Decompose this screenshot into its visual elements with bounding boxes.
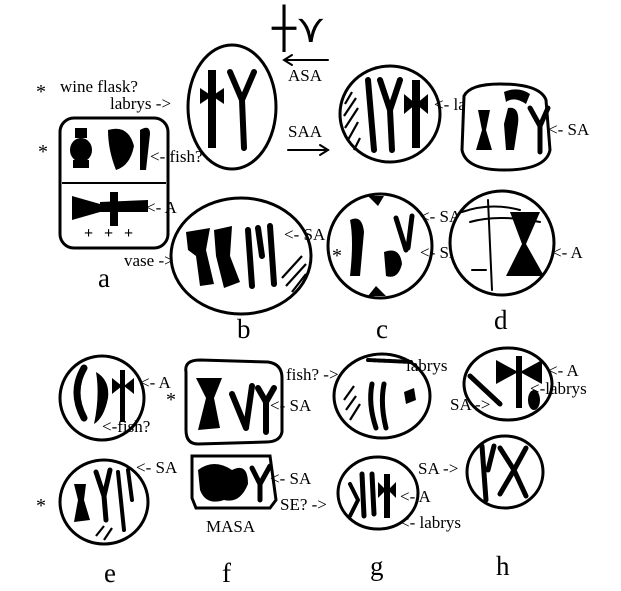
seal-saa [338, 64, 442, 164]
seal-f-bottom [190, 454, 278, 510]
label-fish-e: <-fish? [102, 417, 150, 436]
asterisk-e: * [36, 495, 46, 517]
fish-icon [94, 372, 109, 424]
seal-d-top [460, 82, 552, 172]
label-a-a: <- A [146, 198, 178, 217]
label-labrys-g2: <- labrys [400, 513, 461, 532]
seal-b [169, 196, 313, 316]
label-se-g: SE? -> [280, 495, 327, 514]
label-a-e: <- A [140, 373, 172, 392]
hatch-pattern [343, 91, 361, 151]
label-fish-a: <- fish? [150, 147, 203, 166]
seal-e-top [58, 354, 146, 442]
hatch-pattern [281, 255, 307, 293]
seal-h-bottom [465, 434, 545, 510]
vase-icon [476, 110, 492, 150]
label-sa-c1: <- SA [420, 207, 462, 226]
vase-icon [186, 228, 214, 286]
fish-icon [384, 250, 402, 277]
hatch-pattern [95, 525, 113, 541]
label-saa: SAA [288, 122, 323, 141]
labrys-icon [200, 70, 224, 148]
label-vase-b: vase -> [124, 251, 174, 270]
panel-label-h: h [496, 551, 510, 581]
label-fish-g: fish? -> [286, 365, 339, 384]
seal-d-bottom [448, 189, 556, 297]
seal-a: + + + [58, 116, 170, 250]
svg-text:+: + [104, 225, 113, 242]
vase-icon [74, 484, 90, 522]
svg-text:+: + [124, 225, 133, 242]
arrow-left-icon [282, 54, 329, 66]
labrys-icon [378, 474, 396, 518]
panel-label-g: g [370, 551, 384, 581]
label-sa-d: <- SA [548, 120, 590, 139]
label-labrys-h: <-labrys [530, 379, 587, 398]
label-sa-e: <- SA [136, 458, 178, 477]
panel-label-f: f [222, 558, 231, 588]
panel-label-c: c [376, 314, 388, 344]
fish-icon [108, 127, 150, 170]
vase-icon [196, 378, 222, 430]
arrow-right-icon [287, 144, 330, 156]
label-labrys-a1: labrys -> [110, 94, 171, 113]
labrys-icon [112, 370, 134, 422]
panel-label-b: b [237, 314, 251, 344]
label-a-h: <- A [548, 361, 580, 380]
wine-flask-icon [70, 128, 92, 168]
seal-asa [186, 43, 278, 171]
panel-label-a: a [98, 263, 110, 293]
seal-h-top [462, 346, 554, 422]
hatch-pattern [343, 385, 361, 421]
labrys-icon [404, 80, 428, 148]
label-wine-flask: wine flask? [60, 77, 138, 96]
seal-g-top [332, 352, 432, 440]
seal-f-top [184, 358, 284, 446]
labrys-icon: + + + [72, 192, 148, 242]
label-masa: MASA [206, 517, 256, 536]
label-sa-b: <- SA [284, 225, 326, 244]
labrys-icon [496, 356, 542, 408]
asterisk-f: * [166, 389, 176, 411]
label-labrys-g: labrys [406, 356, 448, 375]
label-asa: ASA [288, 66, 323, 85]
asterisk-a2: * [38, 141, 48, 163]
seal-g-bottom [336, 455, 420, 531]
label-sa-h1: SA -> [450, 395, 490, 414]
fish-icon [368, 381, 389, 431]
seal-c [326, 192, 434, 300]
panel-label-d: d [494, 305, 508, 335]
label-a-d: <- A [552, 243, 584, 262]
label-a-g: <- A [400, 487, 432, 506]
seal-e-bottom [58, 458, 150, 546]
asterisk-c: * [332, 245, 342, 267]
panel-label-e: e [104, 558, 116, 588]
svg-text:+: + [84, 225, 93, 242]
header-script-glyphs: ┼⋎ [271, 4, 325, 52]
label-sa-h2: SA -> [418, 459, 458, 478]
label-sa-f2: <- SA [270, 469, 312, 488]
asterisk-a1: * [36, 81, 46, 103]
label-sa-f1: <- SA [270, 396, 312, 415]
